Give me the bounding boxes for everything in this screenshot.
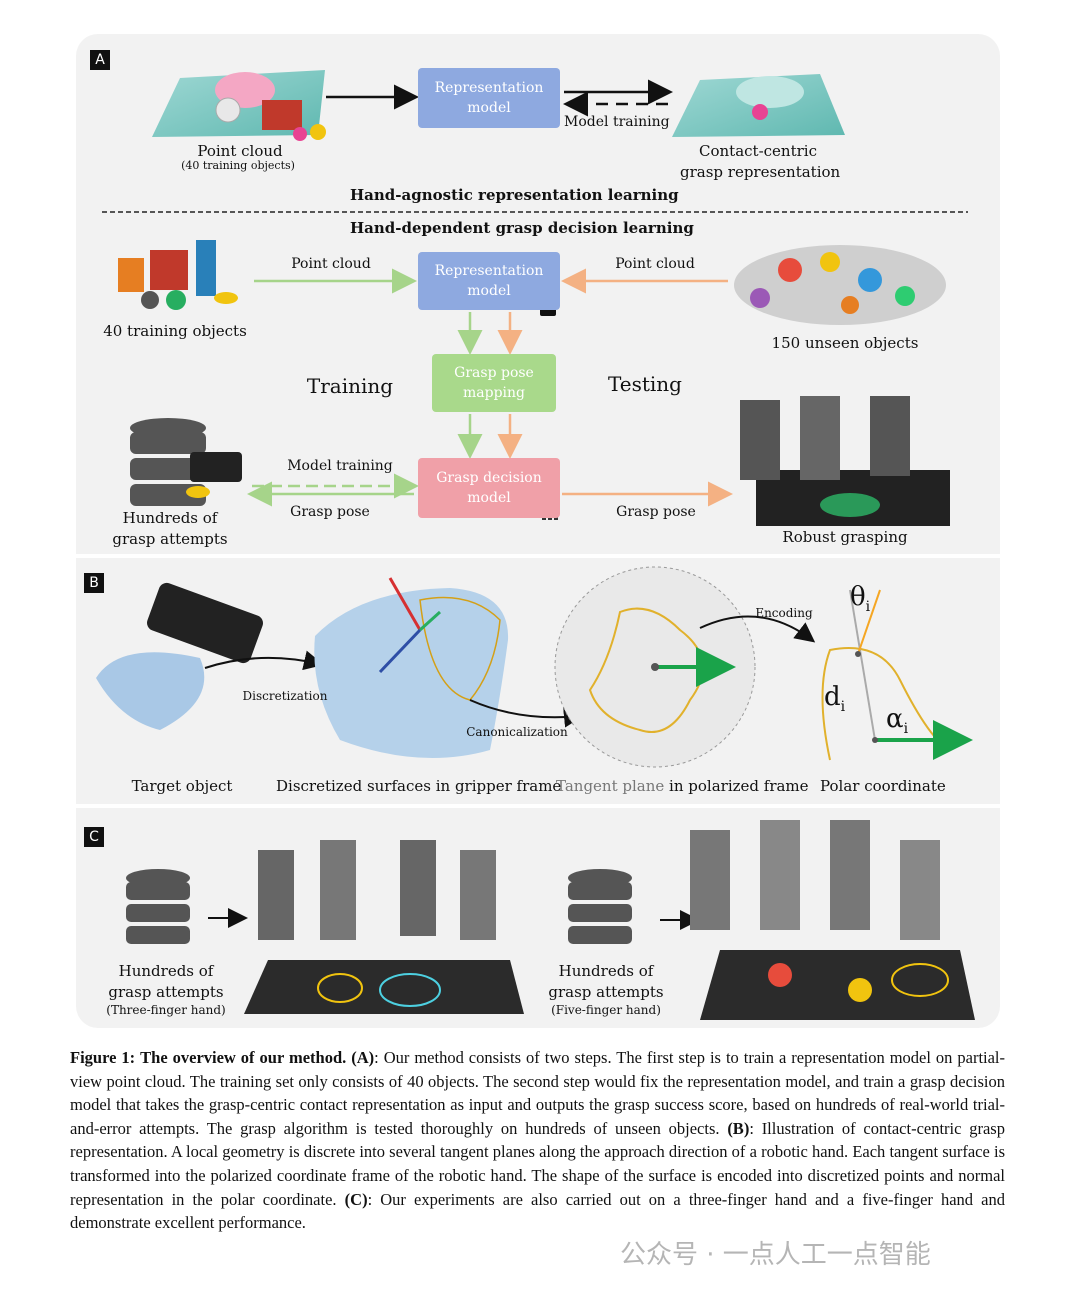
gripper-image-left — [186, 452, 242, 498]
panel-a-label: A — [90, 50, 110, 70]
hundreds-label-1: Hundreds of — [122, 509, 218, 527]
unseen-objects-label: 150 unseen objects — [771, 334, 919, 352]
figure-caption: Figure 1: The overview of our method. (A… — [70, 1048, 1006, 1233]
panel-c-left-label-1: Hundreds of — [118, 962, 214, 980]
point-cloud-right-label: Point cloud — [615, 256, 695, 272]
gripper-image-b — [147, 582, 263, 664]
panel-c-right-label-1: Hundreds of — [558, 962, 654, 980]
panel-b-label: B — [84, 573, 104, 593]
section-title-hand-dependent: Hand-dependent grasp decision learning — [350, 219, 694, 237]
watermark: 公众号 · 一点人工一点智能 — [620, 1240, 931, 1270]
robots-image-right — [740, 396, 950, 526]
tangent-plane-label: Tangent plane in polarized frame — [556, 777, 809, 795]
grasp-pose-left-label: Grasp pose — [290, 504, 370, 520]
discretization-label: Discretization — [242, 689, 328, 703]
polar-coordinate-diagram — [821, 589, 973, 761]
panel-c-left-label-2: grasp attempts — [108, 983, 224, 1001]
training-objects-label: 40 training objects — [103, 322, 247, 340]
database-icon-c-left — [126, 869, 190, 944]
section-title-hand-agnostic: Hand-agnostic representation learning — [350, 186, 679, 204]
point-cloud-left-label: Point cloud — [291, 256, 371, 272]
training-label: Training — [306, 374, 394, 398]
rep-model-box-top: Representation model — [418, 68, 560, 128]
panel-c-right-label-3: (Five-finger hand) — [551, 1003, 661, 1017]
panel-b — [76, 558, 1000, 804]
panel-c-label: C — [84, 827, 104, 847]
discretized-surfaces-label: Discretized surfaces in gripper frame — [276, 777, 562, 795]
polar-disc — [554, 566, 756, 768]
d-symbol: di — [824, 682, 846, 716]
grasp-pose-mapping-box: Grasp pose mapping — [432, 354, 556, 412]
alpha-symbol: αi — [886, 704, 909, 738]
grasp-pose-right-label: Grasp pose — [616, 504, 696, 520]
encoding-label: Encoding — [755, 606, 813, 620]
theta-symbol: θi — [850, 582, 871, 616]
database-icon — [130, 418, 206, 506]
contact-centric-label-1: Contact-centric — [699, 142, 817, 160]
point-cloud-image-right — [672, 74, 845, 137]
panel-c-left-label-3: (Three-finger hand) — [106, 1003, 226, 1017]
testing-label: Testing — [607, 372, 682, 396]
grasp-decision-model-box: Grasp decision model — [418, 458, 560, 518]
unseen-objects-image — [734, 245, 946, 325]
point-cloud-label-top: Point cloud — [197, 142, 283, 160]
database-icon-c-right — [568, 869, 632, 944]
model-training-label-bottom: Model training — [287, 458, 393, 474]
polar-coordinate-label: Polar coordinate — [820, 777, 946, 795]
contact-centric-label-2: grasp representation — [680, 163, 841, 181]
canonicalization-label: Canonicalization — [466, 725, 568, 739]
hundreds-label-2: grasp attempts — [112, 530, 228, 548]
training-objects-image — [118, 240, 238, 310]
five-finger-robots-image — [690, 820, 975, 1020]
target-object-shape — [96, 652, 205, 730]
panel-c-right-label-2: grasp attempts — [548, 983, 664, 1001]
model-training-label-top: Model training — [564, 114, 670, 130]
rep-model-box-bottom: Representation model — [418, 252, 560, 310]
point-cloud-sub-label: (40 training objects) — [181, 159, 295, 172]
point-cloud-image-left — [152, 70, 326, 141]
three-finger-robots-image — [244, 840, 524, 1014]
target-object-label: Target object — [131, 777, 233, 795]
robust-grasping-label: Robust grasping — [782, 528, 908, 546]
discretized-surface-shape — [314, 588, 509, 758]
